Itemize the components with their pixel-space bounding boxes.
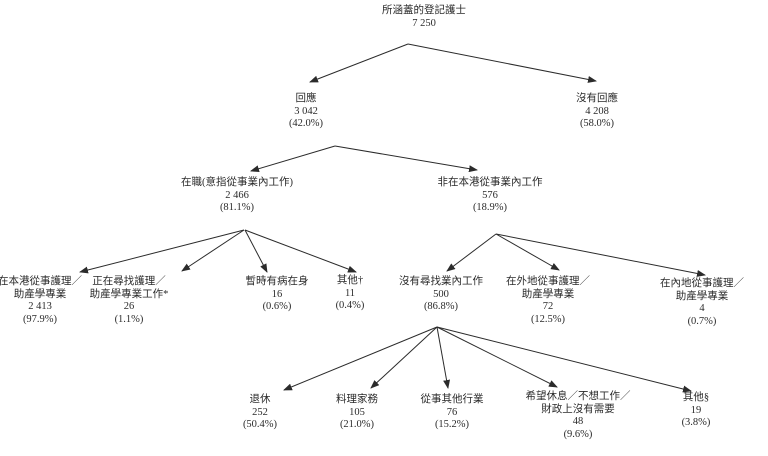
flow-node-others-section: 其他§19(3.8%) (682, 392, 711, 430)
node-text-line: 所涵蓋的登記護士 (382, 5, 466, 16)
connector-arrow (244, 229, 357, 273)
node-text-line: 76 (446, 406, 458, 418)
node-text-line: 暫時有病在身 (245, 276, 309, 287)
node-text-line: (42.0%) (288, 118, 324, 129)
node-text-line: (0.4%) (335, 300, 365, 311)
node-text-line: 在職(意指從事業內工作) (181, 177, 293, 188)
node-text-line: (97.9%) (22, 313, 58, 325)
node-text-line: 576 (482, 189, 498, 201)
node-text-line: 252 (252, 406, 268, 418)
node-text-line: 在內地從事護理／ (660, 278, 744, 289)
node-text-line: 其他§ (682, 392, 710, 403)
node-text-line: (81.1%) (219, 202, 255, 213)
node-text-line: 7 250 (412, 17, 436, 29)
connector-arrow (283, 326, 438, 391)
node-text-line: 19 (690, 404, 702, 416)
flow-node-seeking-nursing-midwifery-work: 正在尋找護理／助產學專業工作*26(1.1%) (90, 276, 169, 326)
connector-arrow (495, 233, 706, 277)
connector-arrow (79, 229, 245, 274)
node-text-line: (58.0%) (579, 118, 615, 129)
connector-arrow (181, 229, 245, 272)
connector-arrow (250, 145, 336, 173)
node-text-line: 72 (542, 301, 554, 312)
node-text-line: 沒有回應 (576, 93, 618, 104)
node-text-line: 11 (344, 287, 356, 299)
node-text-line: 4 (699, 303, 705, 314)
flow-node-others-dagger: 其他†11(0.4%) (336, 275, 365, 313)
node-text-line: 助產學專業工作* (89, 288, 169, 300)
node-text-line: 105 (349, 406, 365, 418)
node-text-line: 2 413 (28, 301, 52, 312)
node-text-line: 其他† (336, 275, 364, 286)
node-text-line: 從事其他行業 (420, 394, 484, 405)
node-text-line: 料理家務 (336, 394, 378, 405)
node-text-line: 回應 (295, 93, 317, 104)
node-text-line: 3 042 (294, 105, 318, 117)
connector-arrow (495, 233, 560, 271)
connector-arrow (436, 326, 451, 389)
node-text-line: 助產學專業 (675, 290, 729, 302)
node-text-line: (3.8%) (681, 417, 711, 428)
node-text-line: (21.0%) (339, 419, 375, 430)
node-text-line: 在外地從事護理／ (506, 276, 590, 287)
node-text-line: 助產學專業 (521, 288, 575, 300)
node-text-line: (1.1%) (114, 313, 144, 325)
node-text-line: 16 (271, 288, 283, 300)
node-text-line: 500 (433, 288, 449, 300)
node-text-line: (0.7%) (687, 315, 717, 327)
node-text-line: 2 466 (225, 189, 249, 201)
connector-arrow (309, 43, 409, 83)
connector-arrow (436, 326, 558, 388)
node-text-line: (15.2%) (434, 419, 470, 430)
connector-arrow (244, 229, 268, 273)
node-text-line: 正在尋找護理／ (92, 276, 166, 287)
node-text-line: 非在本港從事業內工作 (437, 177, 543, 188)
connector-arrow (370, 326, 438, 389)
node-text-line: (18.9%) (472, 202, 508, 213)
node-text-line: (12.5%) (530, 313, 566, 325)
node-text-line: (86.8%) (423, 301, 459, 312)
node-text-line: 希望休息／不想工作／ (525, 391, 631, 402)
node-text-line: (0.6%) (262, 301, 292, 312)
node-text-line: 48 (572, 416, 584, 427)
node-text-line: 4 208 (585, 105, 609, 117)
connector-arrow (407, 43, 597, 83)
connector-arrow (334, 145, 478, 173)
node-text-line: (50.4%) (242, 419, 278, 430)
node-text-line: 財政上沒有需要 (541, 403, 615, 415)
flow-node-working-in-profession: 在職(意指從事業內工作)2 466(81.1%) (181, 177, 293, 215)
connector-arrow (446, 233, 497, 272)
node-text-line: 26 (123, 301, 135, 312)
node-text-line: 助產學專業 (13, 288, 67, 300)
node-text-line: 沒有尋找業內工作 (399, 276, 483, 287)
connector-arrow (436, 326, 692, 393)
node-text-line: 退休 (249, 394, 271, 405)
node-text-line: (9.6%) (563, 428, 593, 440)
node-text-line: 在本港從事護理／ (0, 276, 82, 287)
